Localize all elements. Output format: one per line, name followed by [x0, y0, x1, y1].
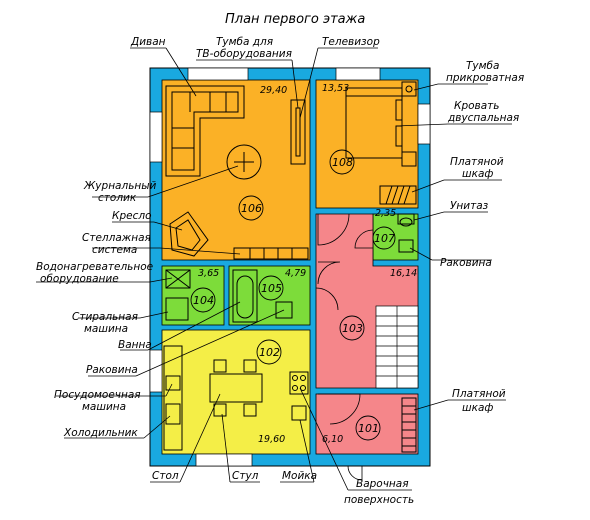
label-bathtub: Ванна: [118, 339, 152, 351]
label-water-heater-2: оборудование: [40, 273, 119, 285]
label-wardrobe-1: Платяной: [450, 156, 504, 168]
fridge: [165, 403, 181, 425]
label-nightstand-1: Тумба: [466, 60, 499, 72]
label-shelving-2: система: [92, 244, 137, 256]
dishwasher: [165, 375, 181, 391]
leader-lines: [36, 47, 512, 491]
label-washer-2: машина: [84, 323, 128, 335]
room-102: [161, 329, 311, 455]
label-coffee-table-1: Журнальный: [83, 180, 157, 192]
label-wardrobe2-2: шкаф: [462, 402, 493, 414]
toilet: [397, 213, 415, 227]
nightstand-lamp-icon: [405, 85, 413, 93]
label-shelving-1: Стеллажная: [82, 232, 151, 244]
label-wardrobe-2: шкаф: [462, 168, 493, 180]
label-armchair: Кресло: [112, 210, 152, 222]
room-104: [161, 265, 225, 326]
room-number-circles: [190, 149, 396, 441]
bed: [345, 87, 403, 159]
room-102-number: 102: [259, 346, 280, 359]
room-108-number: 108: [332, 156, 353, 169]
label-sofa: Диван: [130, 36, 166, 48]
room-104-area: 3,65: [198, 268, 219, 279]
label-tv: Телевизор: [322, 36, 380, 48]
room-106-number: 106: [241, 202, 262, 215]
room-104-number: 104: [193, 294, 214, 307]
label-chair: Стул: [232, 470, 259, 482]
room-103-number: 103: [342, 322, 363, 335]
label-dishwasher-2: машина: [82, 401, 126, 413]
room-105-number: 105: [261, 282, 282, 295]
stairs: [375, 305, 419, 389]
label-tv-stand-2: ТВ-оборудования: [196, 48, 292, 60]
label-bed-2: двуспальная: [447, 112, 519, 124]
nightstand-2: [401, 151, 417, 167]
room-106-area: 29,40: [260, 85, 287, 96]
label-hob-1: Варочная: [356, 478, 409, 490]
label-table: Стол: [152, 470, 179, 482]
label-tv-stand-1: Тумба для: [216, 36, 273, 48]
nightstand: [401, 81, 417, 97]
bathtub: [232, 269, 258, 323]
label-water-heater-1: Водонагревательное: [36, 261, 153, 273]
label-toilet: Унитаз: [450, 200, 489, 212]
sofa: [165, 85, 245, 177]
kitchen-sink: [291, 405, 307, 421]
doors: [315, 213, 374, 481]
label-sink-107: Раковина: [440, 257, 492, 269]
hob: [289, 371, 309, 395]
label-washer-1: Стиральная: [72, 311, 138, 323]
label-fridge: Холодильник: [63, 427, 138, 439]
plan-title: План первого этажа: [225, 12, 365, 27]
dining-table: [209, 373, 263, 403]
tv-stand: [290, 99, 306, 165]
armchair: [169, 211, 209, 257]
sink-105: [275, 301, 293, 319]
room-103-area: 16,14: [390, 268, 417, 279]
wardrobe-108: [379, 185, 417, 205]
wardrobe-101: [401, 397, 417, 453]
chairs: [213, 359, 257, 417]
washing-machine: [165, 297, 189, 321]
windows: [149, 67, 431, 467]
room-102-area: 19,60: [258, 434, 285, 445]
label-nightstand-2: прикроватная: [446, 72, 524, 84]
room-101-number: 101: [358, 422, 379, 435]
label-sink-105: Раковина: [86, 364, 138, 376]
sink-107: [398, 239, 414, 253]
room-107-number: 107: [374, 232, 395, 245]
kitchen-counter: [163, 345, 183, 451]
room-107-area: 2,35: [375, 208, 396, 219]
label-bed-1: Кровать: [454, 100, 499, 112]
coffee-table: [226, 144, 262, 180]
room-101-area: 6,10: [322, 434, 343, 445]
label-hob-2: поверхность: [344, 494, 414, 506]
label-kitchen-sink: Мойка: [282, 470, 317, 482]
label-coffee-table-2: столик: [98, 192, 137, 204]
label-wardrobe2-1: Платяной: [452, 388, 506, 400]
room-105-area: 4,79: [285, 268, 306, 279]
room-108-area: 13,53: [322, 83, 349, 94]
label-dishwasher-1: Посудомоечная: [54, 389, 141, 401]
